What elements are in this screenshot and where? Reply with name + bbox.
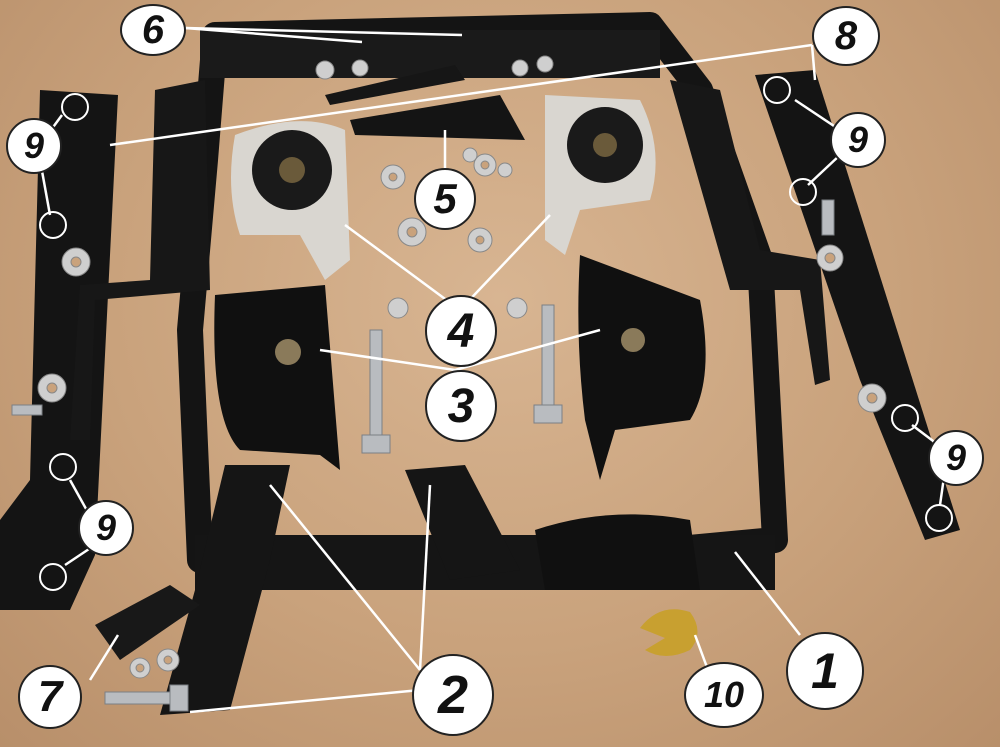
leader-lines (38, 26, 947, 714)
callout-9-lower-left: 9 (78, 500, 134, 556)
callout-5: 5 (414, 168, 476, 230)
mount-black-right-part (578, 255, 706, 480)
right-rail-part (755, 70, 960, 540)
left-rail-part (0, 90, 118, 610)
key-washer-part (640, 609, 698, 656)
washers-part (37, 55, 887, 679)
callout-10: 10 (684, 662, 764, 728)
left-upright-part (70, 80, 210, 440)
callout-8: 8 (812, 6, 880, 66)
callout-9-upper-left: 9 (6, 118, 62, 174)
right-upright-part (670, 80, 830, 385)
mount-black-left-part (214, 285, 340, 470)
callout-3: 3 (425, 370, 497, 442)
bracket5-part (350, 95, 525, 140)
top-bar-part (200, 30, 660, 78)
bracket-left-part (160, 465, 290, 715)
callout-9-lower-right: 9 (928, 430, 984, 486)
callout-2: 2 (412, 654, 494, 736)
small-bracket-part (95, 585, 200, 660)
callout-7: 7 (18, 665, 82, 729)
callout-4: 4 (425, 295, 497, 367)
curved-bracket-part (535, 514, 700, 590)
highlight-rings (39, 76, 953, 591)
bracket-right-part (405, 465, 520, 580)
callout-1: 1 (786, 632, 864, 710)
callout-6: 6 (120, 4, 186, 56)
callout-9-upper-right: 9 (830, 112, 886, 168)
